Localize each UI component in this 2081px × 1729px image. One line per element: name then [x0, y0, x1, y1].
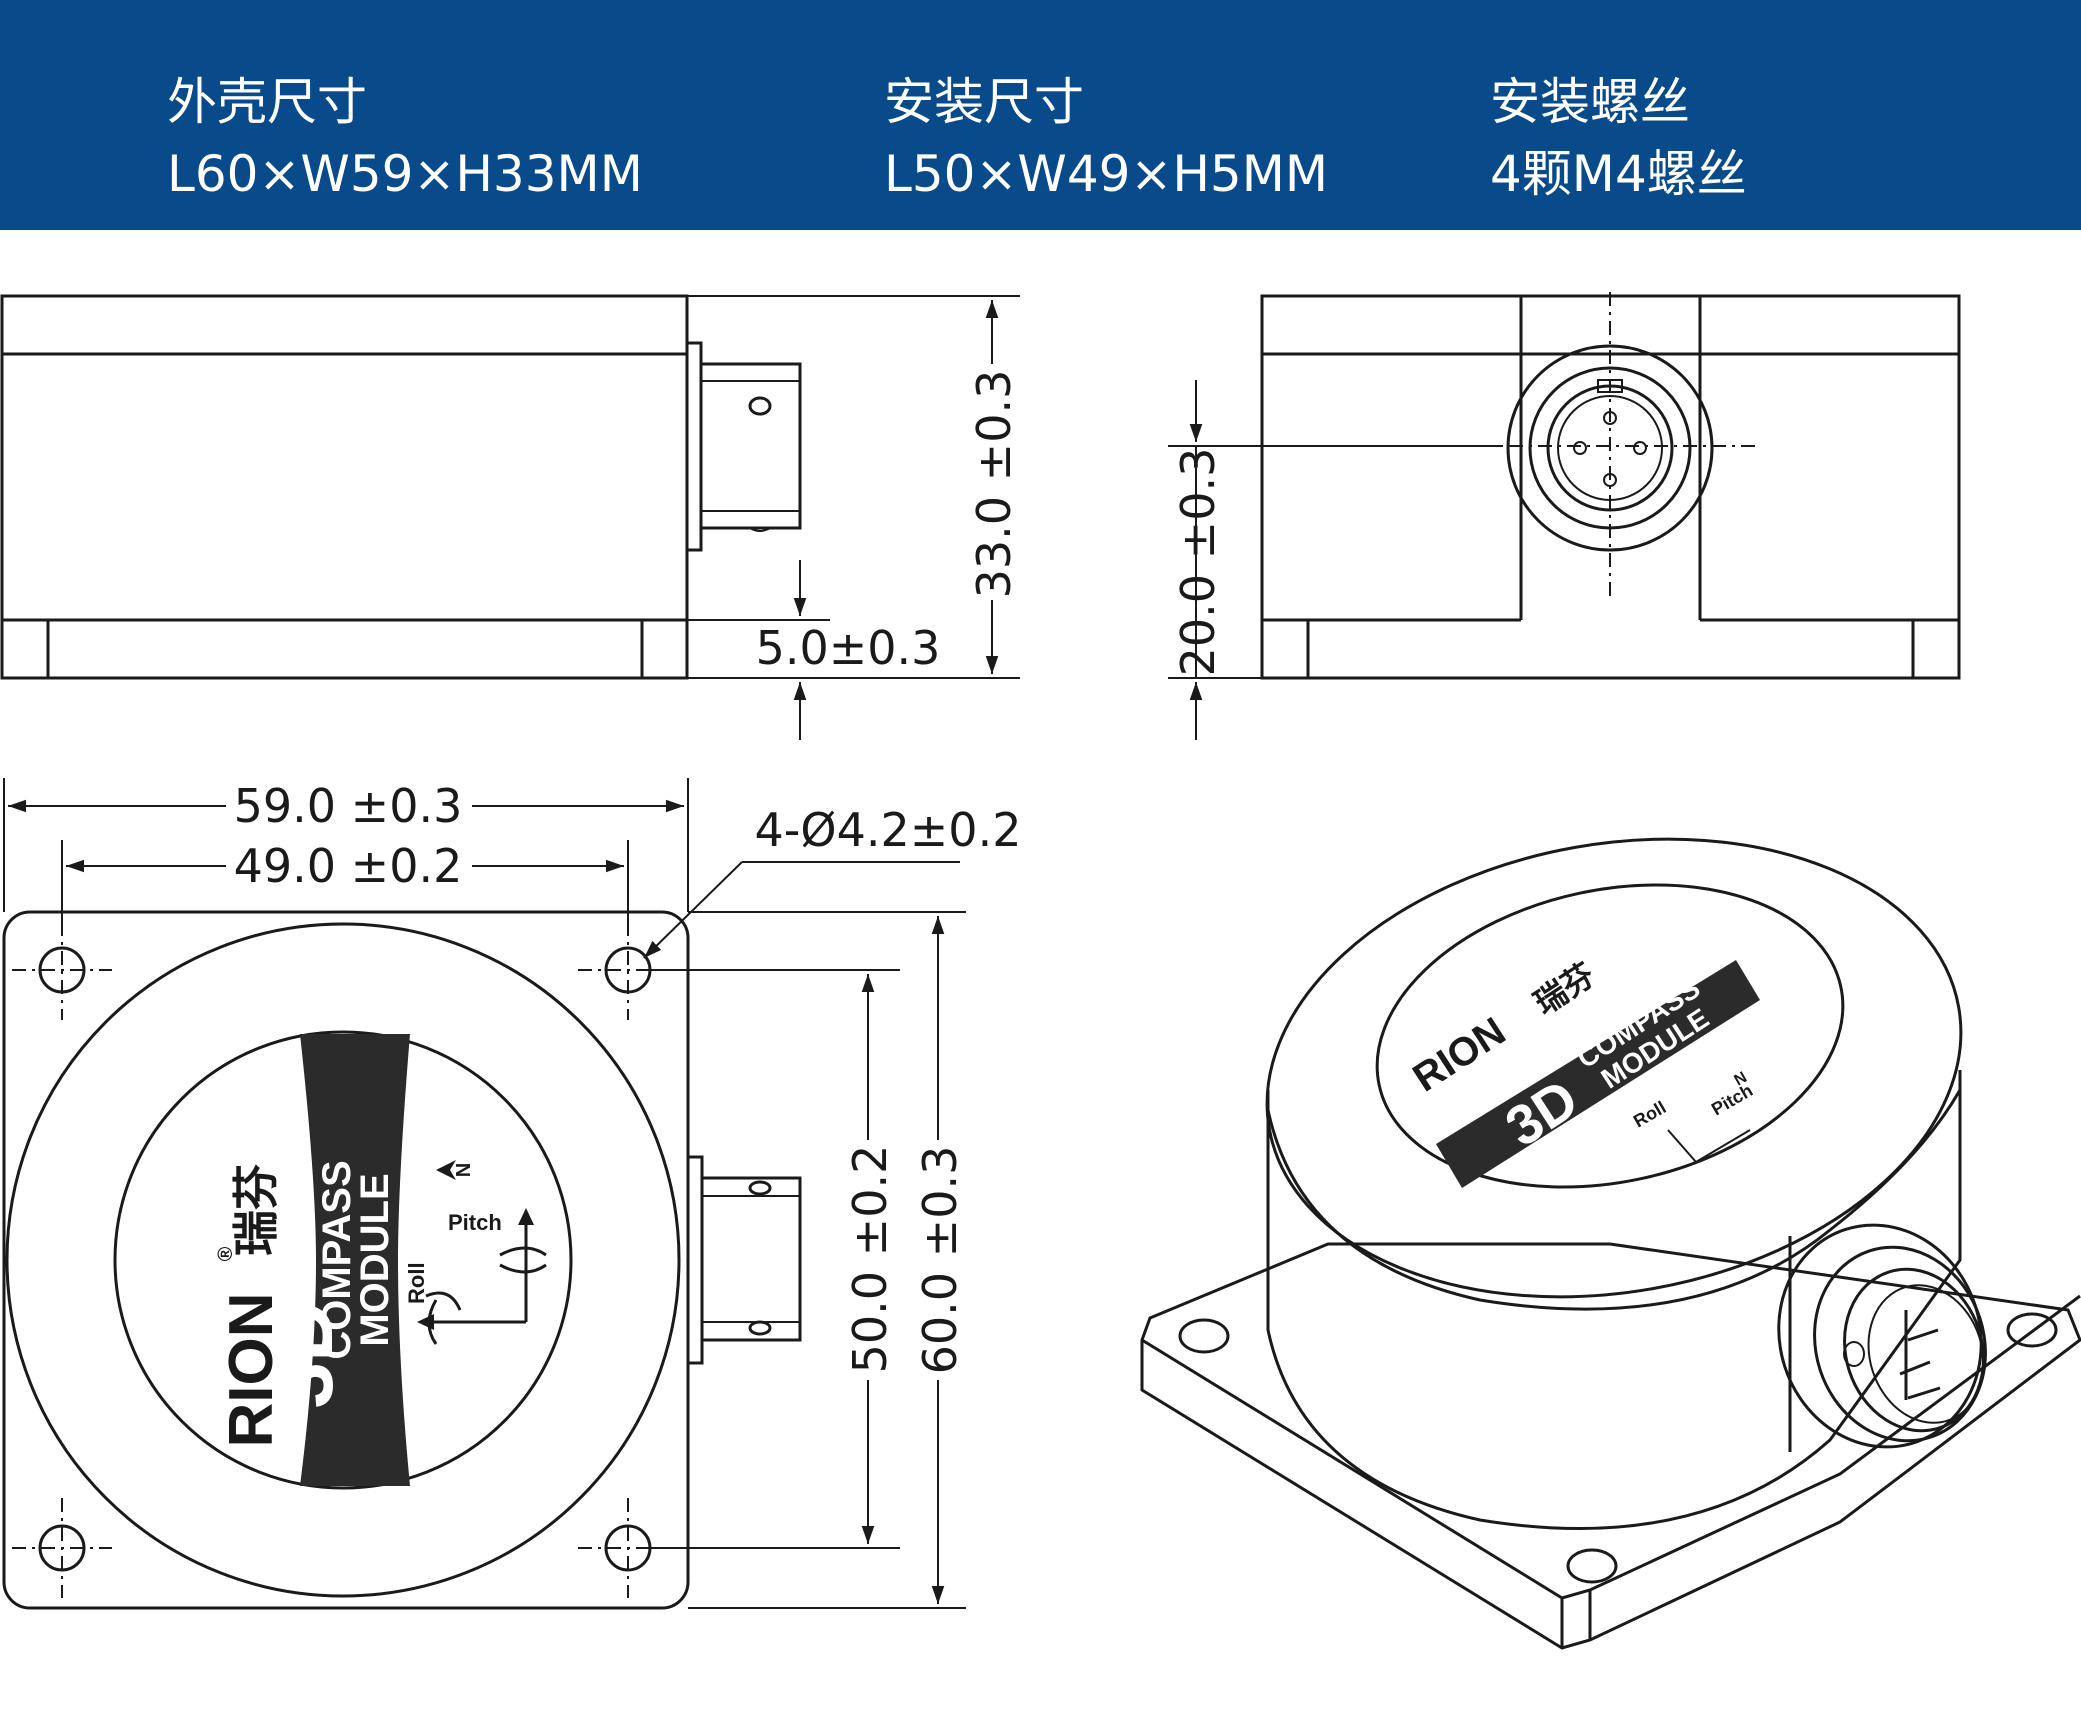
end-view: 20.0 ±0.3: [1168, 292, 1961, 740]
iso-plate: [1140, 1242, 2081, 1650]
base-dimension-label: 5.0±0.3: [756, 621, 941, 675]
brand-logo: RION: [217, 1293, 286, 1448]
axis-symbols: N Pitch Roll: [404, 1160, 547, 1345]
label-line1: COMPASS: [315, 1160, 359, 1359]
side-connector: [685, 341, 802, 552]
brand-cn: 瑞芬: [230, 1164, 282, 1256]
iso-brand-cn: 瑞芬: [1528, 956, 1601, 1021]
side-view: 33.0 ±0.3 5.0±0.3: [0, 294, 1021, 740]
north-label: N: [453, 1163, 475, 1177]
hole-spacing-dimension-label: 49.0 ±0.2: [234, 839, 463, 893]
iso-connector: [1777, 1223, 1987, 1449]
label-circle: [113, 1030, 573, 1490]
north-arrow-icon: [436, 1160, 456, 1180]
label-text-group: COMPASS MODULE 3D: [256, 1160, 397, 1408]
spec-housing-size: 外壳尺寸 L60×W59×H33MM: [167, 72, 643, 204]
spec-title: 外壳尺寸: [167, 73, 367, 131]
spec-title: 安装螺丝: [1490, 73, 1690, 131]
header-banner: 外壳尺寸 L60×W59×H33MM 安装尺寸 L50×W49×H5MM 安装螺…: [0, 0, 2081, 230]
iso-hole-icon: [1178, 1318, 1230, 1354]
iso-label-disc: [1375, 883, 1845, 1189]
pitch-label: Pitch: [448, 1210, 502, 1235]
iso-pitch-label: Pitch: [1708, 1080, 1756, 1119]
iso-hole-icon: [1566, 1548, 1618, 1584]
isometric-view: 3D COMPASS MODULE RION 瑞芬 N Roll Pitch: [1140, 837, 2081, 1650]
spec-title: 安装尺寸: [884, 73, 1084, 131]
housing-outer-circle: [5, 922, 681, 1598]
iso-cylinder-top: [1265, 837, 1963, 1299]
iso-cylinder-body: [1266, 1070, 1962, 1530]
iso-hole-icon: [2006, 1312, 2058, 1348]
iso-brand-logo: RION: [1405, 1009, 1513, 1100]
hole-dimension-label: 4-Ø4.2±0.2: [755, 803, 1022, 857]
label-line2: MODULE: [353, 1173, 397, 1346]
spec-value: L50×W49×H5MM: [884, 145, 1329, 203]
connector-height-dimension-label: 20.0 ±0.3: [1171, 448, 1225, 677]
spec-value: 4颗M4螺丝: [1490, 145, 1747, 203]
height-dimension-label: 33.0 ±0.3: [967, 370, 1021, 599]
brand-group: RION 瑞芬 ®: [215, 1164, 286, 1448]
label-model: 3D: [256, 1301, 350, 1408]
roll-rotation-icon: [427, 1299, 438, 1345]
width-dimension-label: 59.0 ±0.3: [234, 779, 463, 833]
length-dimension-label: 60.0 ±0.3: [913, 1146, 967, 1375]
top-connector: [686, 1155, 802, 1365]
pitch-rotation-icon: [499, 1246, 547, 1257]
iso-roll-label: Roll: [1630, 1097, 1669, 1131]
top-view: COMPASS MODULE 3D RION 瑞芬 ® N Pitch Roll: [2, 778, 1022, 1610]
connector-face: [1506, 344, 1714, 552]
iso-label-band: [1436, 960, 1760, 1188]
registered-mark: ®: [215, 1246, 237, 1261]
spec-mount-size: 安装尺寸 L50×W49×H5MM: [884, 72, 1328, 204]
spec-value: L60×W59×H33MM: [167, 145, 643, 203]
roll-label: Roll: [404, 1262, 429, 1304]
label-band: [300, 1034, 410, 1486]
hole-spacing-v-dimension-label: 50.0 ±0.2: [843, 1145, 897, 1374]
iso-label-text: 3D COMPASS MODULE: [1494, 972, 1714, 1158]
spec-mount-screws: 安装螺丝 4颗M4螺丝: [1490, 72, 1747, 204]
